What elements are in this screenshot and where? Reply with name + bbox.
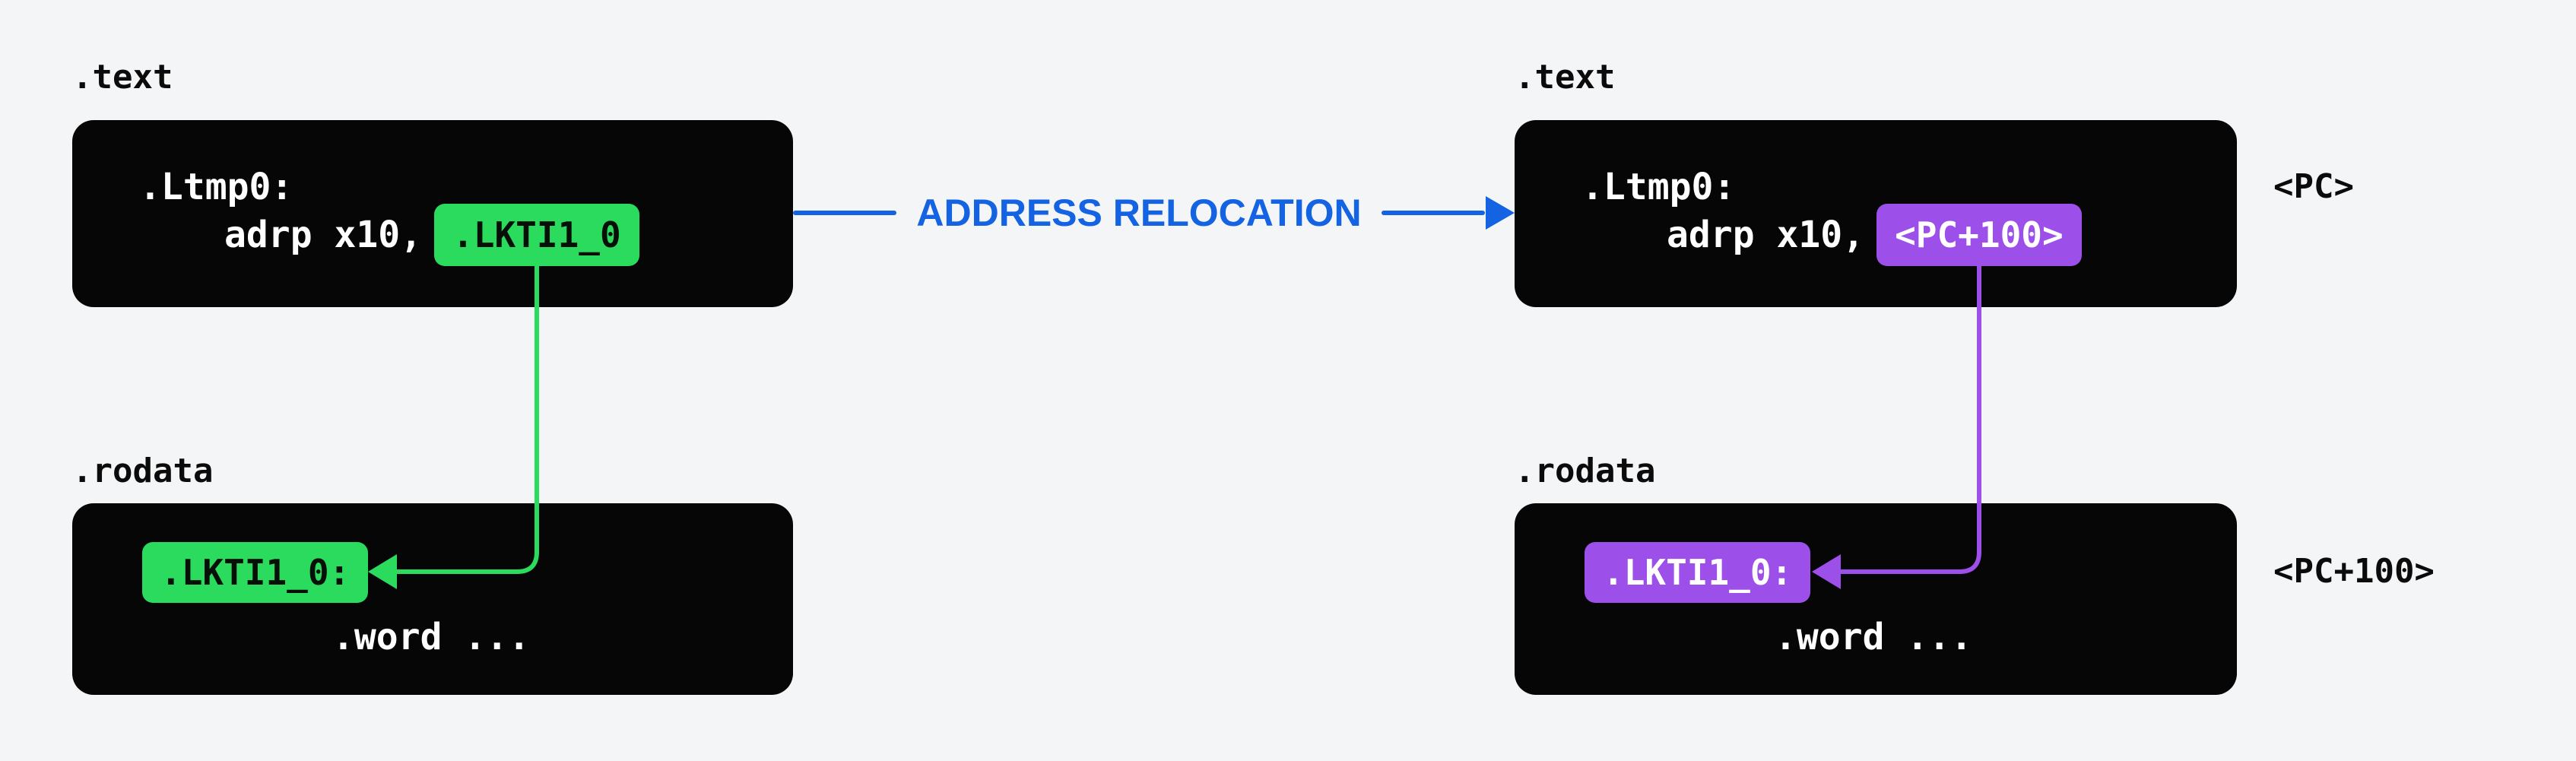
pc-annotation: <PC> xyxy=(2273,167,2354,206)
right-rodata-box: .LKTI1_0: .word ... xyxy=(1515,503,2237,695)
left-rodata-box: .LKTI1_0: .word ... xyxy=(72,503,793,695)
relocation-line-left xyxy=(793,211,897,215)
left-rodata-symbol-row: .LKTI1_0: xyxy=(142,541,369,604)
left-rodata-symbol-badge: .LKTI1_0: xyxy=(142,542,369,603)
address-relocation-arrow: ADDRESS RELOCATION xyxy=(793,182,1515,244)
pc-plus-100-annotation: <PC+100> xyxy=(2273,552,2435,591)
right-text-box: .Ltmp0: adrp x10, <PC+100> xyxy=(1515,120,2237,307)
right-rodata-symbol-badge: .LKTI1_0: xyxy=(1585,542,1811,603)
left-rodata-section-label: .rodata xyxy=(72,452,214,490)
relocation-line-right xyxy=(1381,211,1485,215)
left-text-section-label: .text xyxy=(72,58,173,97)
relocation-label: ADDRESS RELOCATION xyxy=(916,192,1362,234)
right-operand-badge: <PC+100> xyxy=(1876,204,2082,266)
right-text-section-label: .text xyxy=(1515,58,1616,97)
left-symbol-line: .Ltmp0: xyxy=(139,166,293,208)
left-operand-badge: .LKTI1_0 xyxy=(434,204,639,266)
right-instruction-text: adrp x10, xyxy=(1667,214,1865,256)
right-rodata-symbol-row: .LKTI1_0: xyxy=(1585,541,1811,604)
right-instruction-row: adrp x10, <PC+100> xyxy=(1667,204,2082,266)
right-word-line: .word ... xyxy=(1775,616,1973,658)
relocation-arrowhead-icon xyxy=(1486,196,1515,230)
left-instruction-text: adrp x10, xyxy=(224,214,423,256)
left-text-box: .Ltmp0: adrp x10, .LKTI1_0 xyxy=(72,120,793,307)
left-instruction-row: adrp x10, .LKTI1_0 xyxy=(224,204,639,266)
right-symbol-line: .Ltmp0: xyxy=(1581,166,1736,208)
left-word-line: .word ... xyxy=(332,616,531,658)
right-rodata-section-label: .rodata xyxy=(1515,452,1656,490)
